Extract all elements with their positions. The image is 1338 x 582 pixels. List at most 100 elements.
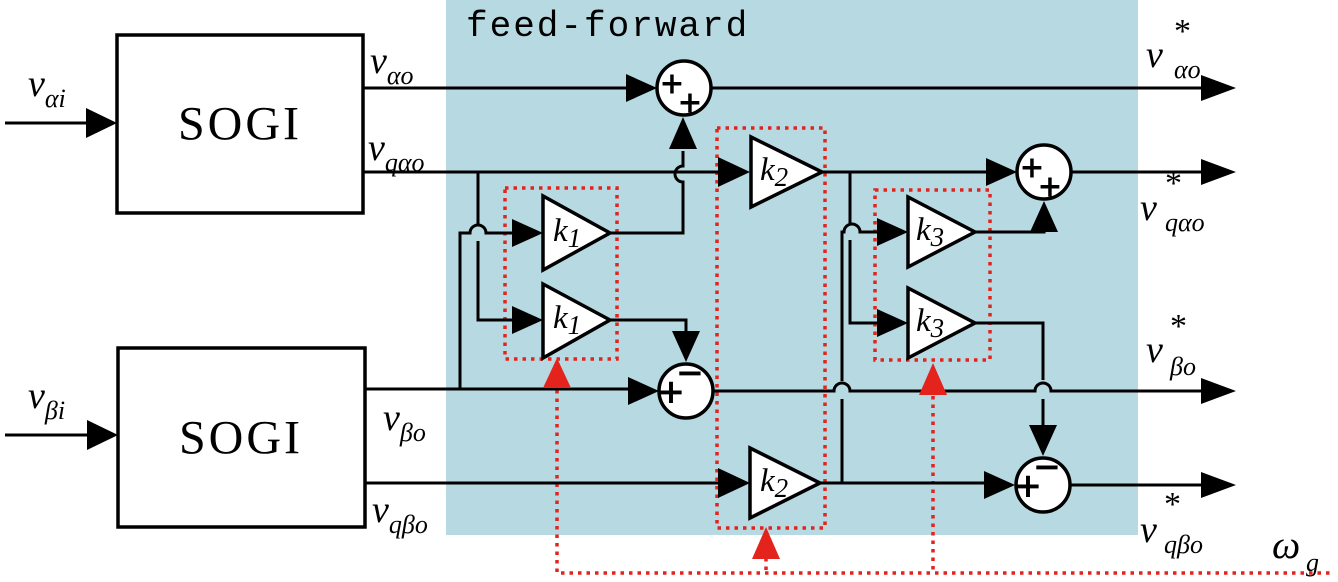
label-v-q-beta-o-star-base: v [1140,509,1157,551]
label-v-q-alpha-o-star: v * qαo [1140,165,1205,237]
gain-k3-bottom-sub: 3 [930,313,945,343]
arrow-into-sum3-left-icon [628,377,659,405]
sogi-block-top [115,33,365,215]
arrow-into-sum1-bottom-icon [669,117,697,149]
gain-k2-top-label: k2 [760,152,788,192]
signal-labels: vαi vβi vαo vqαo vβo vqβo v * αo v * qαo… [28,13,1319,577]
arrow-out-v-beta-o-star-icon [1201,378,1236,404]
label-v-beta-o: vβo [383,397,426,447]
wire-branch-beta-to-k1-top [458,223,514,389]
signal-wires [5,86,1203,487]
wire-branch-qalpha-to-k1-bottom [476,172,514,322]
label-omega-sub: g [1306,548,1319,577]
gain-k2-top-base: k [760,152,776,188]
gain-k1-top-triangle [541,193,614,273]
arrow-out-v-alpha-o-star-icon [1201,75,1236,101]
gain-k1-bottom-label: k1 [553,300,581,340]
label-v-beta-o-star-mark: * [1170,308,1187,345]
label-v-beta-o-sub: βo [399,418,426,447]
sum4-plus-left: + [1014,466,1043,506]
sogi-block-bottom [116,346,367,529]
arrow-into-sum4-top-icon [1029,425,1057,456]
gain-k1-top-base: k [553,213,569,249]
gain-k2-bottom-triangle [748,445,824,521]
arrow-into-sogi-bottom-icon [87,420,118,450]
label-omega-base: ω [1272,522,1300,567]
label-v-alpha-o-star-sub: αo [1174,55,1201,84]
gain-triangles: k1 k1 k2 k2 k3 k3 [541,134,979,521]
label-v-q-alpha-o-sub: qαo [385,148,425,177]
arrow-into-sum4-left-icon [984,471,1015,499]
label-v-q-beta-o: vqβo [372,489,428,539]
label-v-beta-i: vβi [28,375,65,425]
label-v-q-beta-o-base: v [372,489,389,531]
label-v-beta-o-base: v [383,397,400,439]
label-v-beta-i-base: v [28,375,45,417]
arrow-into-k1-bottom-icon [512,306,543,334]
arrow-into-k2-bottom-icon [718,468,750,498]
omega-arrows [543,358,947,559]
label-v-q-alpha-o-base: v [368,127,385,169]
wire-k1-top-out-to-sum1 [610,151,685,235]
arrow-into-sogi-top-icon [86,108,117,138]
label-v-q-beta-o-star: v * qβo [1140,486,1203,559]
gain-k1-bottom-base: k [553,300,569,336]
arrow-into-k3-top-icon [877,218,908,246]
label-v-alpha-o-star-mark: * [1174,13,1191,50]
gain-k2-bottom-sub: 2 [775,473,789,503]
feed-forward-title: feed-forward [466,6,749,47]
wire-k1-bottom-out-to-sum3 [610,318,688,332]
gain-k1-top-label: k1 [553,213,581,253]
label-v-beta-o-star: v * βo [1146,308,1196,381]
sum3-plus-left: + [657,372,686,412]
label-v-alpha-i: vαi [28,63,66,113]
arrow-into-k1-top-icon [512,219,543,247]
sum-junctions: + + + + − + − + [655,59,1073,514]
gain-k2-top-triangle [749,134,826,210]
omega-arrow-k3-icon [919,363,947,395]
label-v-beta-o-star-base: v [1146,329,1163,371]
arrow-out-v-q-beta-o-star-icon [1201,472,1236,498]
sum3-minus-top: − [676,353,705,393]
label-v-alpha-o: vαo [370,40,414,90]
label-v-beta-i-sub: βi [44,396,65,425]
omega-tuning-line-k1 [555,390,1334,575]
gain-k3-top-sub: 3 [930,222,945,252]
gain-k2-top-sub: 2 [775,162,789,192]
sum-junction-q-beta [1014,456,1072,514]
sum-junction-alpha [655,59,713,117]
gain-k3-top-triangle [906,194,979,270]
k3-gain-dashed-box [873,188,992,362]
gain-k1-bottom-sub: 1 [568,310,582,340]
arrow-into-sum2-left-icon [986,158,1017,186]
arrow-out-v-q-alpha-o-star-icon [1201,159,1236,185]
k2-gain-dashed-box [715,126,827,530]
label-v-alpha-o-star-base: v [1146,34,1163,76]
label-v-alpha-o-sub: αo [387,61,414,90]
label-v-q-beta-o-star-sub: qβo [1164,530,1203,559]
arrow-into-sum1-left-icon [626,74,657,102]
sum-junction-q-alpha [1015,143,1073,201]
gain-k1-top-sub: 1 [568,223,582,253]
label-v-alpha-i-sub: αi [45,84,66,113]
label-v-q-beta-o-sub: qβo [389,510,428,539]
label-v-q-alpha-o-star-mark: * [1165,165,1182,202]
label-v-q-alpha-o-star-sub: qαo [1165,208,1205,237]
sum4-minus-top: − [1033,447,1062,487]
gain-k1-bottom-triangle [541,281,614,362]
sogi-bottom-label: SOGI [179,412,303,465]
sum-junction-beta [657,362,715,420]
label-v-q-beta-o-star-mark: * [1164,486,1181,523]
label-v-alpha-o-star: v * αo [1146,13,1201,84]
omega-arrow-k2-icon [752,527,780,559]
sum2-plus-bottom: + [1037,170,1062,205]
label-v-q-alpha-o: vqαo [368,127,425,177]
sum2-plus-left: + [1019,151,1044,186]
arrow-into-sum3-top-icon [672,331,700,362]
label-omega-g: ω g [1272,522,1319,577]
label-v-alpha-i-base: v [28,63,45,105]
arrow-into-sum2-bottom-icon [1030,201,1058,232]
label-v-beta-o-star-sub: βo [1169,352,1196,381]
gain-k2-bottom-label: k2 [760,463,788,503]
